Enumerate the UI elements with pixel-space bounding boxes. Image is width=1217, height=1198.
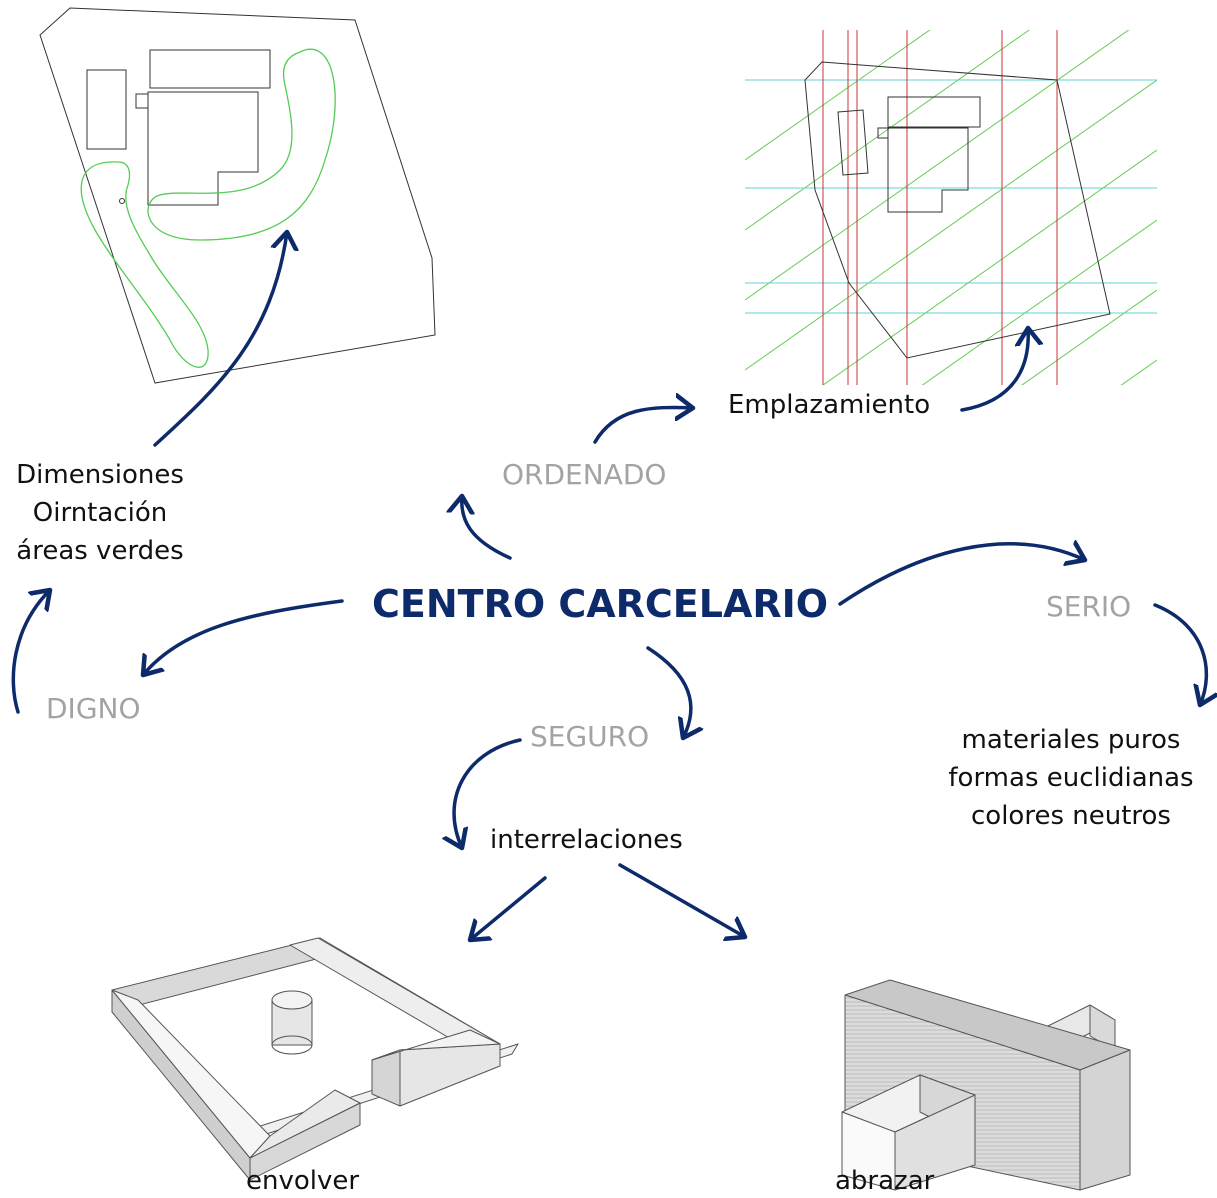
site-plan-drawing (39, 7, 436, 384)
arrow-notes-to-site-plan (153, 232, 287, 447)
site-note: áreas verdes (16, 536, 184, 566)
arrow-title-to-seguro (646, 646, 691, 738)
arrow-seguro-to-interrelaciones (454, 738, 522, 848)
abrazar-label: abrazar (835, 1166, 935, 1196)
arrow-to-envolver (470, 876, 547, 940)
site-note: Oirntación (32, 498, 168, 528)
arrow-digno-to-notes (11, 590, 50, 714)
building-block (135, 93, 149, 109)
building-block (149, 49, 271, 89)
arrow-serio-to-materials (1153, 603, 1206, 705)
building-block (887, 96, 981, 128)
quality-ordenado: ORDENADO (502, 458, 667, 491)
material-notes: materiales puros formas euclidianas colo… (938, 721, 1204, 835)
site-grid-drawing (745, 30, 1157, 385)
emplazamiento-label: Emplazamiento (728, 390, 931, 420)
building-block (887, 127, 969, 213)
building-block (837, 109, 869, 176)
green-path (80, 161, 209, 368)
building-block (86, 69, 127, 150)
abrazar-model (841, 979, 1131, 1191)
arrow-title-to-digno (143, 599, 344, 675)
arrow-emplazamiento-to-grid (960, 328, 1028, 412)
green-path (147, 48, 336, 241)
envolver-label: envolver (246, 1166, 360, 1196)
quality-seguro: SEGURO (530, 720, 650, 753)
site-note: Dimensiones (16, 460, 184, 490)
material-note: materiales puros (961, 725, 1181, 755)
site-boundary (804, 61, 1111, 359)
quality-digno: DIGNO (46, 692, 141, 725)
central-title: CENTRO CARCELARIO (372, 582, 829, 626)
arrow-title-to-serio (838, 544, 1085, 606)
arrow-title-to-ordenado (462, 496, 512, 560)
building-block (147, 91, 259, 206)
envolver-model (111, 937, 519, 1181)
interrelaciones-label: interrelaciones (490, 825, 683, 855)
material-note: colores neutros (971, 801, 1171, 831)
site-notes: Dimensiones Oirntación áreas verdes (0, 456, 200, 570)
site-marker (119, 198, 125, 204)
material-note: formas euclidianas (948, 763, 1194, 793)
quality-serio: SERIO (1046, 590, 1132, 623)
arrow-ordenado-to-emplazamiento (593, 407, 693, 444)
site-boundary (39, 7, 436, 384)
arrow-to-abrazar (618, 863, 745, 937)
concept-arrows (11, 232, 1206, 940)
